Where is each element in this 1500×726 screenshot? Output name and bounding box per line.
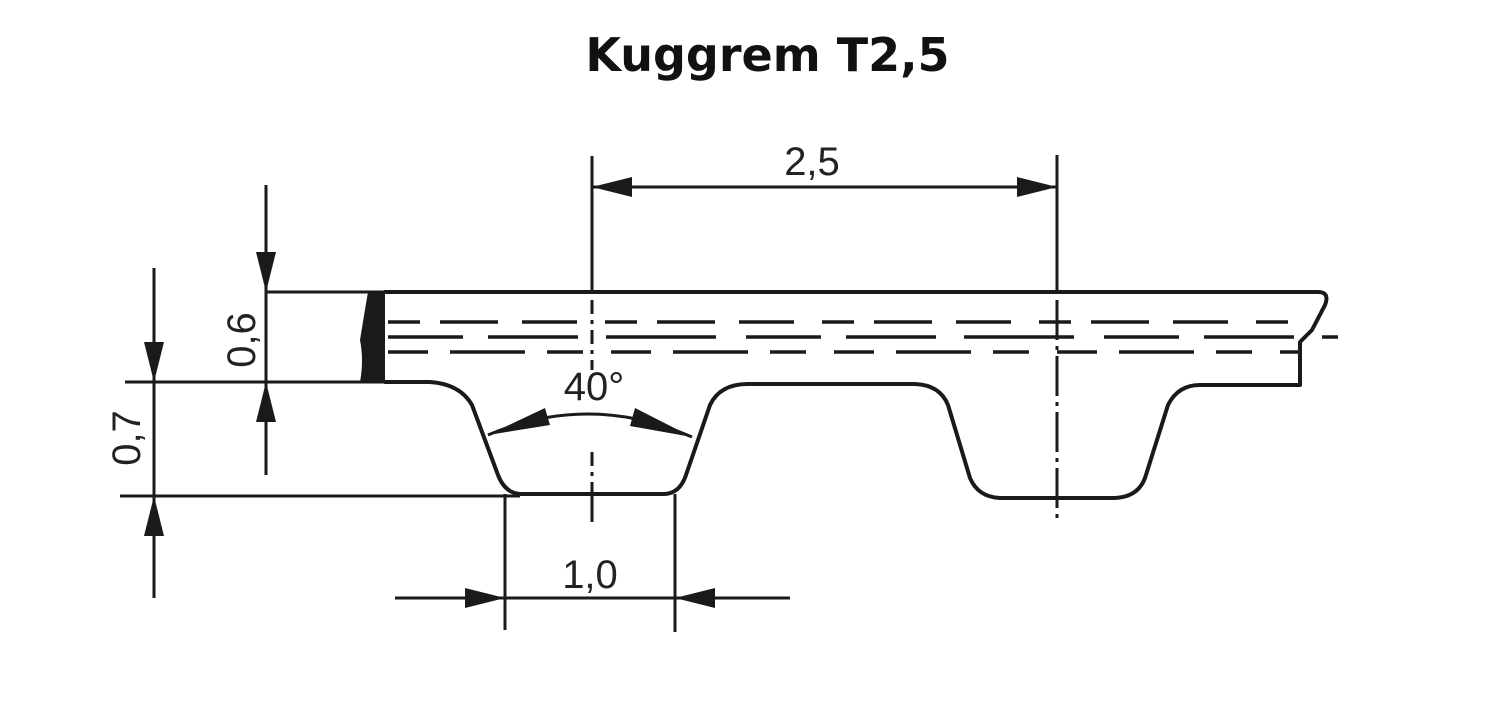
center-lines xyxy=(590,155,1059,522)
belt-section-end xyxy=(360,292,385,382)
tooth-height-label: 0,7 xyxy=(105,410,149,466)
angle-dimension xyxy=(487,408,693,439)
thickness-dimension xyxy=(256,185,385,475)
pitch-label: 2,5 xyxy=(784,140,840,184)
tooth-height-dimension xyxy=(120,268,520,598)
thickness-label: 0,6 xyxy=(220,312,264,368)
pitch-dimension: 2,5 xyxy=(592,140,1057,197)
belt-outline xyxy=(383,290,1329,500)
tooth-width-dimension xyxy=(395,494,790,632)
tooth-width-label: 1,0 xyxy=(562,553,618,597)
tension-cords xyxy=(388,320,1338,354)
angle-label: 40° xyxy=(564,365,625,409)
diagram-title: Kuggrem T2,5 xyxy=(585,28,950,82)
